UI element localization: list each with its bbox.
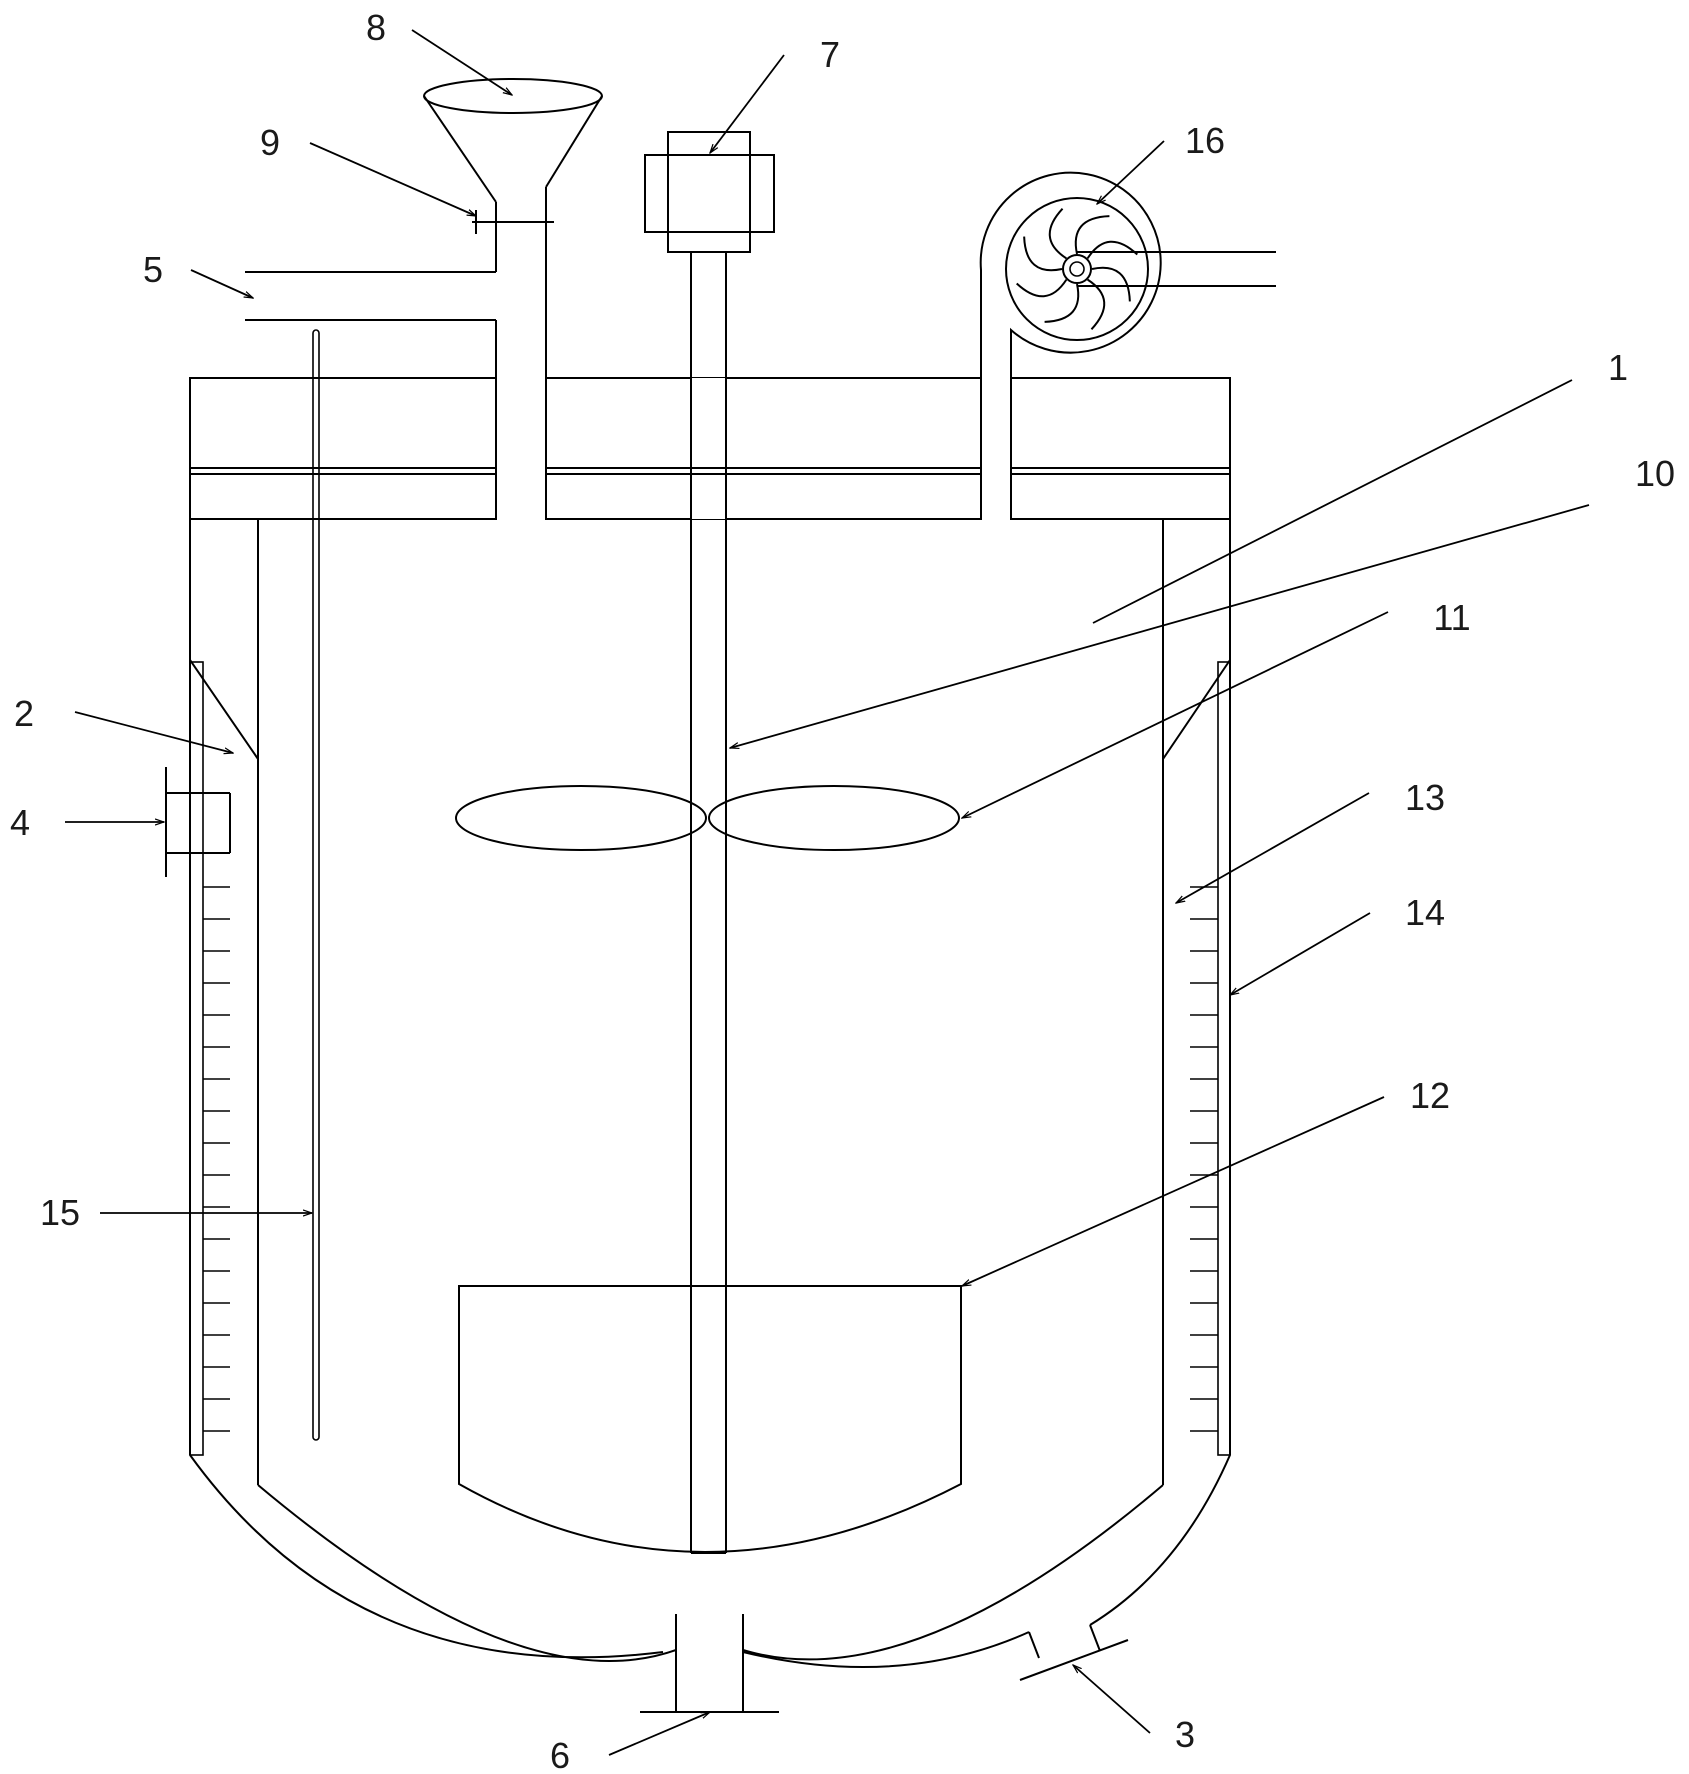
label-9: 9	[260, 122, 280, 163]
label-11: 11	[1433, 597, 1470, 638]
fan-blade	[1048, 208, 1067, 260]
label-6: 6	[550, 1735, 570, 1774]
label-12: 12	[1410, 1075, 1450, 1116]
anchor-paddle	[458, 1285, 962, 1553]
label-16: 16	[1185, 120, 1225, 161]
label-15: 15	[40, 1192, 80, 1233]
vessel-lid	[189, 377, 1231, 520]
vessel-body	[189, 660, 1231, 1669]
bottom-outlet	[640, 1614, 779, 1713]
fan-blade	[1044, 283, 1080, 323]
label-4: 4	[10, 802, 30, 843]
fan-blade	[1086, 240, 1138, 259]
funnel	[423, 78, 603, 203]
label-7: 7	[820, 34, 840, 75]
feed-pipe	[245, 187, 547, 378]
callout-labels: 1 10 11 13 14 12 16 7 8 9 5 2 4 15 6 3	[10, 7, 1675, 1774]
fan-blades	[1016, 208, 1138, 330]
label-13: 13	[1405, 777, 1445, 818]
label-1: 1	[1608, 347, 1628, 388]
fan-blade	[1016, 279, 1068, 298]
feed-valve	[472, 210, 554, 234]
label-5: 5	[143, 249, 163, 290]
drain-valve	[1019, 1624, 1129, 1681]
vessel-wall-upper	[189, 518, 1231, 763]
impeller-blades	[455, 785, 960, 851]
jacket-scale-ticks	[203, 886, 1218, 1432]
label-10: 10	[1635, 453, 1675, 494]
fan-blade	[1091, 266, 1131, 302]
label-14: 14	[1405, 892, 1445, 933]
blower-fan	[979, 171, 1276, 519]
inlet-nozzle	[165, 767, 231, 877]
motor	[644, 131, 775, 253]
thermometer-probe	[312, 329, 320, 1441]
leader-lines	[65, 29, 1590, 1756]
fan-blade	[1023, 236, 1063, 272]
label-2: 2	[14, 693, 34, 734]
fan-blade	[1074, 215, 1110, 255]
fan-blade	[1087, 278, 1106, 330]
label-3: 3	[1175, 1714, 1195, 1755]
insulation-layer	[189, 661, 1231, 1456]
label-8: 8	[366, 7, 386, 48]
